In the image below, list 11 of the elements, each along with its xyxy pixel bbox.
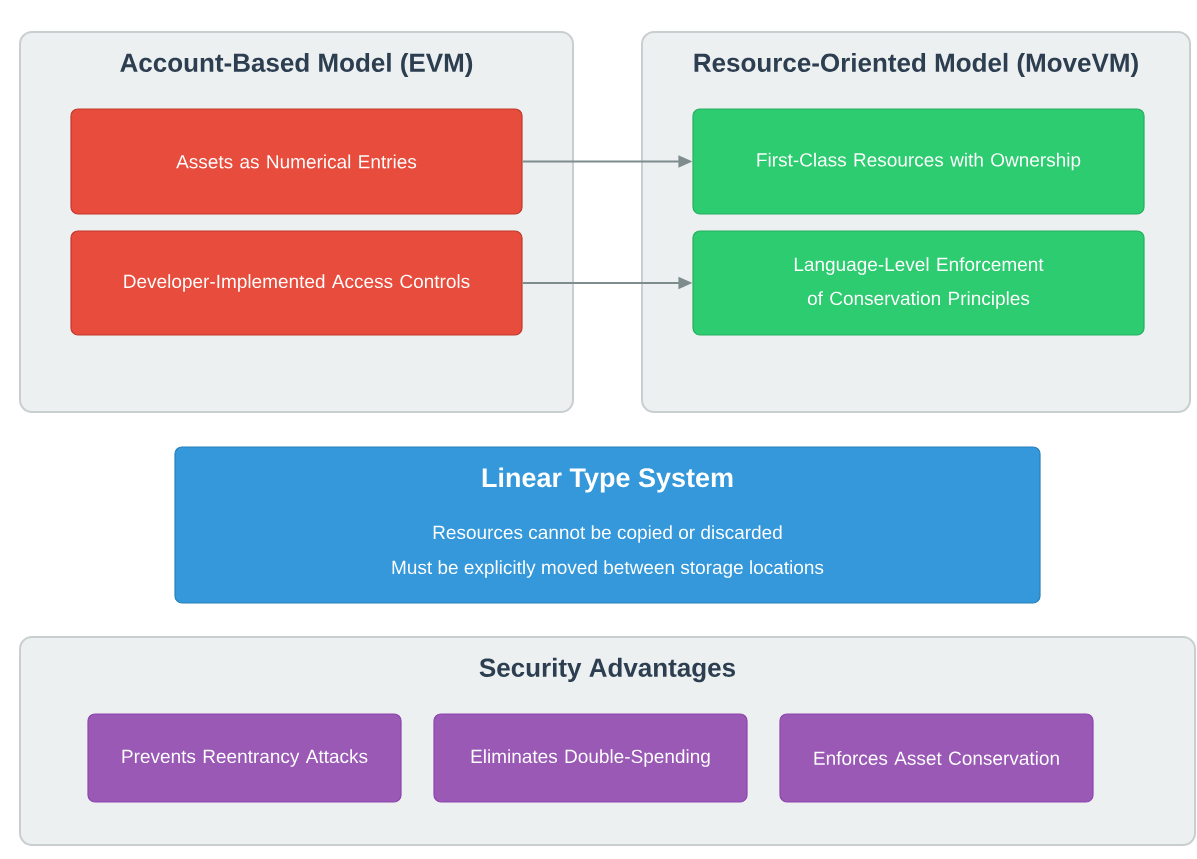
panel-heading: Security Advantages [479,657,735,683]
process-box: Language-Level Enforcement of Conservation Principles [692,230,1145,336]
info-box: Linear Type System Resources cannot be copied or discarded Must be explicitly moved between storage locations [174,446,1041,604]
process-box: First-Class Resources with Ownership [692,108,1145,215]
advantage-box: Eliminates Double-Spending [433,713,748,803]
process-box: Assets as Numerical Entries [70,108,523,215]
panel-heading: Account-Based Model (EVM) [120,52,473,78]
advantage-box: Prevents Reentrancy Attacks [87,713,402,803]
process-box: Developer-Implemented Access Controls [70,230,523,336]
advantage-box: Enforces Asset Conservation [779,713,1094,803]
panel-heading: Resource-Oriented Model (MoveVM) [694,52,1138,78]
